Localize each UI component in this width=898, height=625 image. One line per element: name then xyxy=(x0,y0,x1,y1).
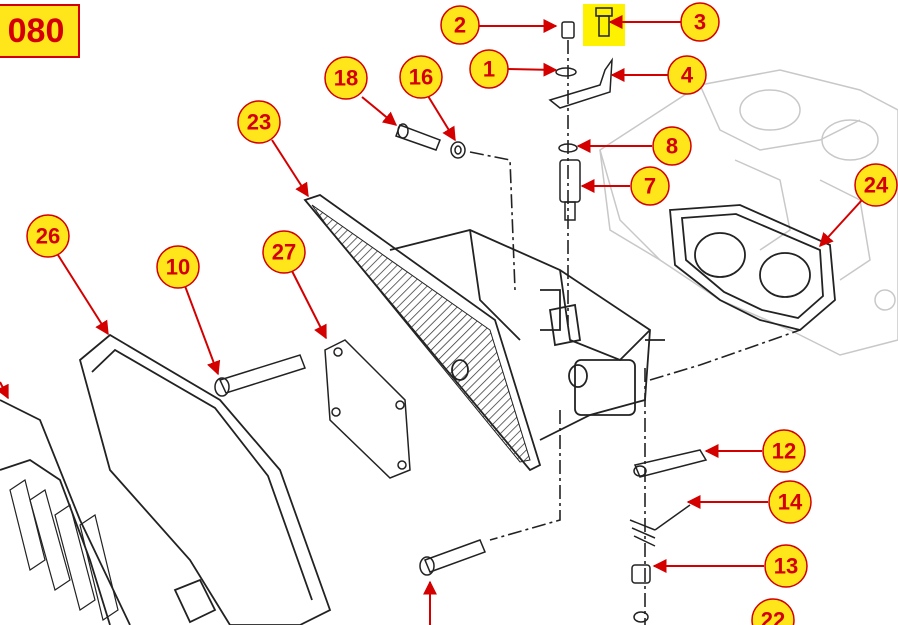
callout-8-label: 8 xyxy=(666,134,678,159)
callout-16-label: 16 xyxy=(409,65,433,90)
callout-10-label: 10 xyxy=(166,255,190,280)
callout-7: 7 xyxy=(630,166,670,206)
callout-leaders xyxy=(0,15,863,625)
bolt-part-10 xyxy=(214,354,306,397)
callout-16: 16 xyxy=(399,55,443,99)
callout-27: 27 xyxy=(262,230,306,274)
washer-part-16 xyxy=(450,141,466,159)
bolt-lower xyxy=(419,539,486,576)
callout-3: 3 xyxy=(680,2,720,42)
callout-12-label: 12 xyxy=(772,439,796,464)
callout-24: 24 xyxy=(854,163,898,207)
callout-2: 2 xyxy=(440,5,480,45)
callout-7-label: 7 xyxy=(644,174,656,199)
callout-13: 13 xyxy=(764,544,808,588)
callout-4-label: 4 xyxy=(681,63,694,88)
cylinder-head-background xyxy=(599,69,898,356)
callout-18-label: 18 xyxy=(334,66,358,91)
bolt-part-18 xyxy=(395,123,441,151)
highlighted-part-3 xyxy=(583,4,625,46)
lever-stack-parts xyxy=(548,21,708,623)
callout-24-label: 24 xyxy=(864,173,889,198)
callout-3-label: 3 xyxy=(694,10,706,35)
callout-10: 10 xyxy=(156,245,200,289)
gasket-part-24 xyxy=(669,204,836,331)
callout-22: 22 xyxy=(751,598,795,625)
callout-8: 8 xyxy=(652,126,692,166)
callout-1-label: 1 xyxy=(483,57,495,82)
callout-23-label: 23 xyxy=(247,110,271,135)
page-code-badge: 080 xyxy=(0,4,80,58)
callout-18: 18 xyxy=(324,56,368,100)
callout-22-label: 22 xyxy=(761,608,785,625)
callout-1: 1 xyxy=(469,49,509,89)
valve-cover-fins xyxy=(9,479,119,621)
valve-cover-part-26 xyxy=(0,333,332,625)
callout-4: 4 xyxy=(667,55,707,95)
callout-26-label: 26 xyxy=(36,224,60,249)
callout-13-label: 13 xyxy=(774,554,798,579)
callout-14: 14 xyxy=(768,480,812,524)
callout-26: 26 xyxy=(26,214,70,258)
callout-14-label: 14 xyxy=(778,490,803,515)
cover-gasket-part-27 xyxy=(324,339,411,479)
callout-27-label: 27 xyxy=(272,240,296,265)
callout-12: 12 xyxy=(762,429,806,473)
callout-23: 23 xyxy=(237,100,281,144)
assembly-center-lines xyxy=(469,40,801,625)
breather-housing-part-23 xyxy=(303,194,665,472)
callout-2-label: 2 xyxy=(454,13,466,38)
